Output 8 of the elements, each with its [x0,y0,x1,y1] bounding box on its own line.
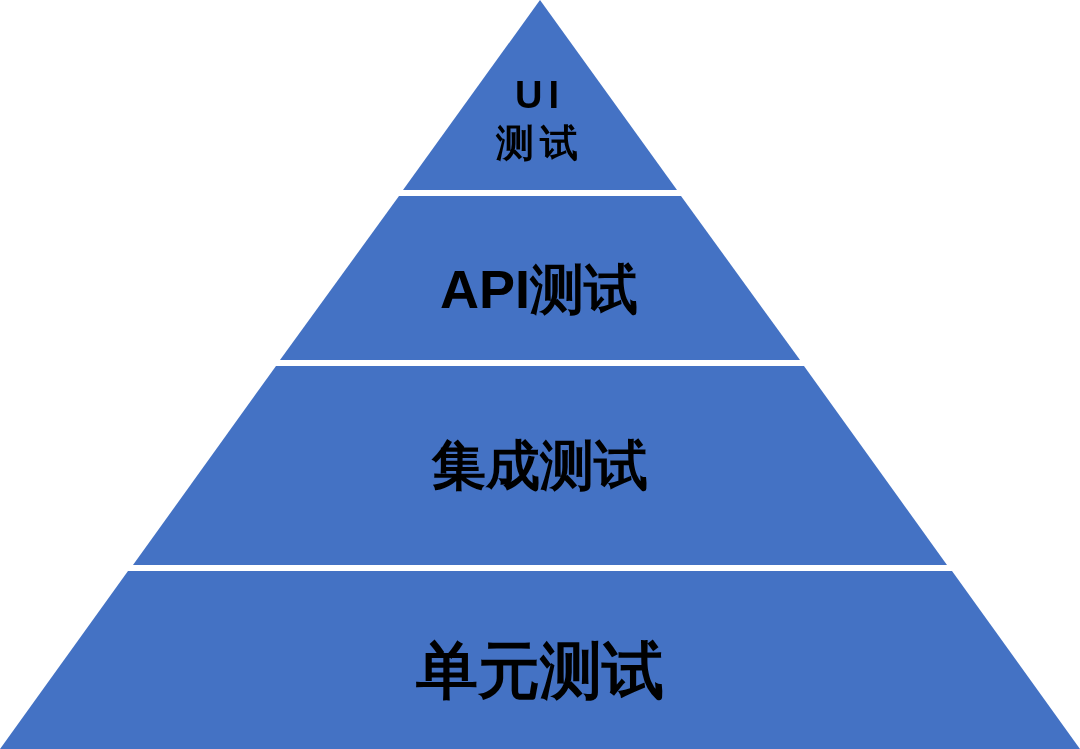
pyramid-tier [403,0,677,190]
tier-label: API测试 [440,259,638,319]
tier-label: 集成测试 [432,434,648,496]
pyramid-tier [0,571,1080,749]
pyramid-tier [280,196,800,360]
pyramid-tier [133,366,947,565]
tier-label: UI测试 [495,73,585,166]
tier-label: 单元测试 [416,636,664,706]
